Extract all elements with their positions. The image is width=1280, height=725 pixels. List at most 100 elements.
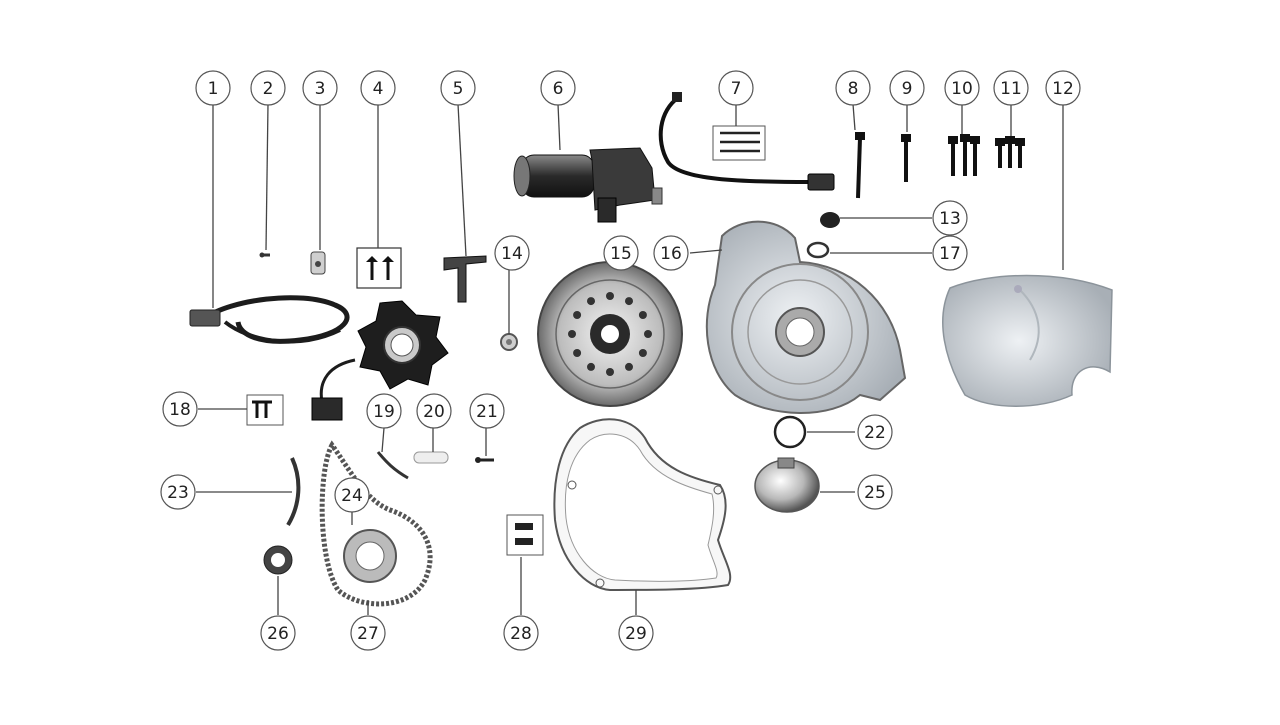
callout-24: 24 [334, 477, 370, 513]
callout-4-label: 4 [373, 79, 384, 99]
dowel-pin-set-part [506, 514, 544, 556]
callout-3: 3 [302, 70, 338, 106]
callout-12-label: 12 [1052, 79, 1074, 99]
flywheel-hole [606, 368, 614, 376]
callout-9: 9 [889, 70, 925, 106]
callout-25: 25 [857, 474, 893, 510]
callout-26: 26 [260, 615, 296, 651]
callout-18: 18 [162, 391, 198, 427]
callout-6-label: 6 [553, 79, 564, 99]
starter-chain-part [319, 440, 433, 607]
callout-27-label: 27 [357, 624, 379, 644]
callout-7: 7 [718, 70, 754, 106]
callout-11-label: 11 [1000, 79, 1022, 99]
plug-part [820, 212, 840, 228]
callout-29: 29 [618, 615, 654, 651]
flywheel-part [537, 261, 683, 407]
flywheel-hole [587, 297, 595, 306]
chain-guide-part [376, 451, 409, 480]
stator-assembly-part [189, 295, 449, 421]
callout-4: 4 [360, 70, 396, 106]
callout-10: 10 [944, 70, 980, 106]
crankcase-cover-part [705, 220, 907, 414]
callout-15-label: 15 [610, 244, 632, 264]
callout-5-label: 5 [453, 79, 464, 99]
callout-20: 20 [416, 393, 452, 429]
callout-28-label: 28 [510, 624, 532, 644]
callout-1-label: 1 [208, 79, 219, 99]
callout-14: 14 [494, 235, 530, 271]
callout-17: 17 [932, 235, 968, 271]
flywheel-hole [568, 330, 576, 338]
callout-16-label: 16 [660, 244, 682, 264]
flywheel-hole [625, 297, 633, 306]
callout-21-label: 21 [476, 402, 498, 422]
callout-14-label: 14 [501, 244, 523, 264]
o-ring-part [773, 415, 807, 449]
callout-18-label: 18 [169, 400, 191, 420]
callout-19-label: 19 [373, 402, 395, 422]
pin-part [413, 451, 449, 464]
callout-numbers: 1 2 3 4 5 6 7 8 9 10 11 12 13 14 15 16 1… [160, 70, 1081, 651]
callout-21: 21 [469, 393, 505, 429]
callout-24-label: 24 [341, 486, 363, 506]
small-o-ring-part [806, 241, 830, 259]
cover-gasket-part [553, 418, 732, 592]
callout-15: 15 [603, 235, 639, 271]
nut-part [500, 333, 518, 351]
washer-part [263, 545, 293, 575]
flywheel-hole [625, 362, 633, 371]
callout-8-label: 8 [848, 79, 859, 99]
medium-bolt-part [901, 134, 911, 182]
callout-10-label: 10 [951, 79, 973, 99]
callout-13-label: 13 [939, 209, 961, 229]
callout-3-label: 3 [315, 79, 326, 99]
inspection-cap-part [754, 457, 820, 513]
callout-25-label: 25 [864, 483, 886, 503]
callout-2: 2 [250, 70, 286, 106]
flywheel-hole [573, 349, 582, 357]
callout-8: 8 [835, 70, 871, 106]
flywheel-hole [606, 292, 614, 300]
callout-23: 23 [160, 474, 196, 510]
callout-17-label: 17 [939, 244, 961, 264]
callout-1: 1 [195, 70, 231, 106]
pickup-bracket-part [443, 255, 487, 303]
leader-lines [196, 103, 1064, 615]
callout-22-label: 22 [864, 423, 886, 443]
callout-7-label: 7 [731, 79, 742, 99]
screw-21-part [475, 457, 494, 463]
flywheel-hole [638, 311, 647, 319]
starter-motor-part [513, 92, 835, 223]
flywheel-hole [587, 362, 595, 371]
flywheel-hole [573, 311, 582, 319]
tensioner-guide-part [286, 457, 301, 527]
callout-29-label: 29 [625, 624, 647, 644]
callout-26-label: 26 [267, 624, 289, 644]
bolt-set-10-part [948, 134, 980, 176]
callout-22: 22 [857, 414, 893, 450]
callout-19: 19 [366, 393, 402, 429]
callout-20-label: 20 [423, 402, 445, 422]
long-bolt-part [855, 132, 865, 199]
callout-28: 28 [503, 615, 539, 651]
callout-27: 27 [350, 615, 386, 651]
callout-2-label: 2 [263, 79, 274, 99]
callout-5: 5 [440, 70, 476, 106]
callout-6: 6 [540, 70, 576, 106]
callout-11: 11 [993, 70, 1029, 106]
callout-16: 16 [653, 235, 689, 271]
screw-pair-part [246, 394, 284, 426]
callout-13: 13 [932, 200, 968, 236]
callout-9-label: 9 [902, 79, 913, 99]
small-screw-part [259, 252, 270, 258]
outer-cover-part [942, 274, 1113, 407]
bolt-set-11-part [995, 136, 1025, 168]
callout-12: 12 [1045, 70, 1081, 106]
callout-23-label: 23 [167, 483, 189, 503]
bolt-pair-part [356, 247, 402, 289]
screw-set-part [712, 125, 766, 161]
wire-clamp-part [310, 251, 326, 275]
